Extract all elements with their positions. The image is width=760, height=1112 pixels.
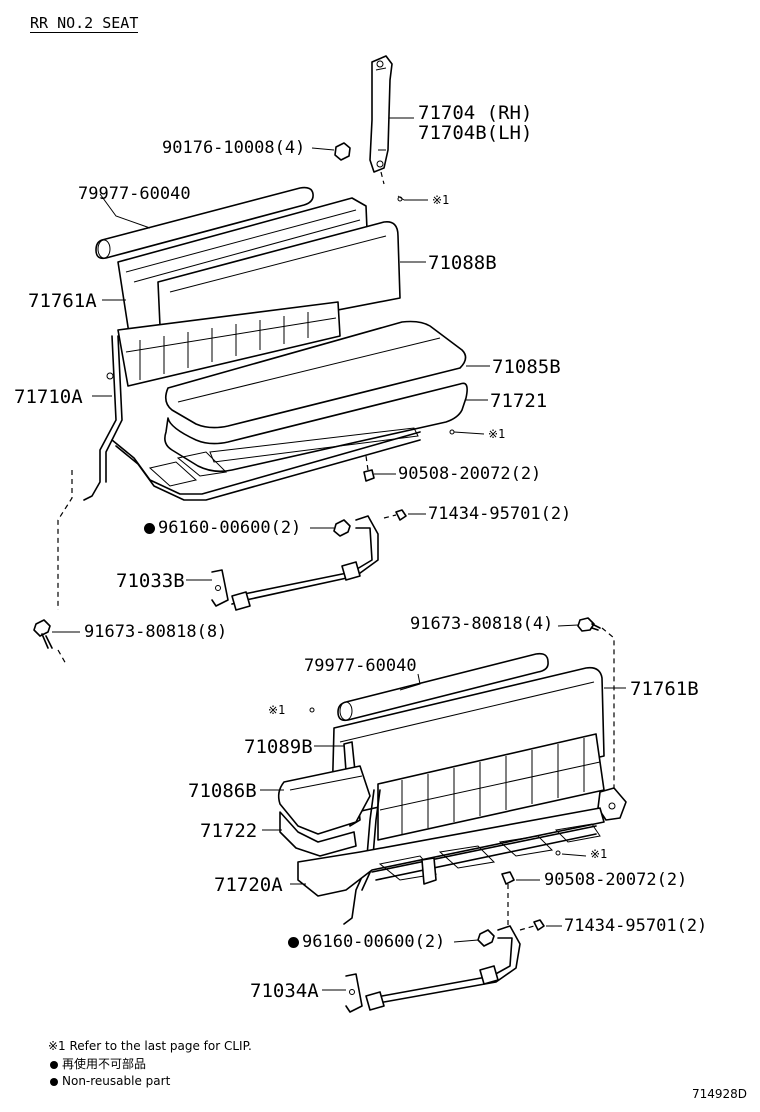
pipe-79977-top bbox=[95, 186, 314, 260]
note-non-reusable-en: Non-reusable part bbox=[50, 1075, 170, 1087]
label-71033b: 71033B bbox=[116, 570, 185, 592]
label-71034a: 71034A bbox=[250, 980, 319, 1002]
note-non-reusable-jp: 再使用不可部品 bbox=[50, 1058, 146, 1070]
seat-cushion-71086b bbox=[277, 765, 371, 835]
bullet-dot-icon bbox=[50, 1077, 58, 1086]
label-79977-top: 79977-60040 bbox=[78, 184, 191, 204]
bolt-91673-left bbox=[33, 619, 53, 649]
label-96160-bottom: 96160-00600(2) bbox=[288, 934, 445, 951]
clip-3-icon bbox=[309, 707, 315, 713]
diagram-title: RR NO.2 SEAT bbox=[30, 14, 139, 33]
note-en-text: Non-reusable part bbox=[62, 1074, 171, 1088]
bolt-90508-top bbox=[363, 455, 375, 482]
label-96160-top-text: 96160-00600(2) bbox=[158, 518, 302, 538]
label-79977-bottom: 79977-60040 bbox=[304, 656, 417, 676]
label-90508-top: 90508-20072(2) bbox=[398, 464, 542, 484]
figure-id: 714928D bbox=[692, 1087, 748, 1101]
label-71761b: 71761B bbox=[630, 678, 699, 700]
seat-cushion-base-71722 bbox=[279, 811, 357, 857]
leader-lines-lower bbox=[260, 624, 626, 991]
seat-cushion-71085b bbox=[164, 320, 467, 429]
bullet-dot-icon bbox=[50, 1060, 58, 1069]
seat-belt-bracket bbox=[369, 55, 393, 185]
label-96160-top: 96160-00600(2) bbox=[144, 520, 301, 537]
clip-2-icon bbox=[449, 429, 455, 435]
leader-lines-upper bbox=[52, 117, 490, 633]
rod-71033b bbox=[211, 515, 379, 611]
label-91673-left: 91673-80818(8) bbox=[84, 622, 228, 642]
label-71721: 71721 bbox=[490, 390, 548, 412]
label-71434-bottom: 71434-95701(2) bbox=[564, 916, 708, 936]
seat-frame-71720a bbox=[297, 807, 605, 897]
label-90508-bottom: 90508-20072(2) bbox=[544, 870, 688, 890]
label-71089b: 71089B bbox=[244, 736, 313, 758]
label-71761a: 71761A bbox=[28, 290, 97, 312]
dash-line-left bbox=[57, 470, 73, 665]
clip-ref-3: ※1 bbox=[268, 703, 286, 717]
nut-96160-top bbox=[333, 519, 351, 537]
bolt-90508-bottom bbox=[501, 871, 515, 926]
clip-ref-4: ※1 bbox=[590, 847, 608, 861]
nut-96160-bottom bbox=[477, 929, 495, 947]
screw-71434-top bbox=[383, 509, 407, 521]
label-71088b: 71088B bbox=[428, 252, 497, 274]
clip-1-icon bbox=[397, 196, 403, 202]
label-71434-top: 71434-95701(2) bbox=[428, 504, 572, 524]
clip-ref-2: ※1 bbox=[488, 427, 506, 441]
clip-leader-4 bbox=[561, 853, 587, 857]
label-91673-right: 91673-80818(4) bbox=[410, 614, 554, 634]
note-jp-text: 再使用不可部品 bbox=[62, 1057, 147, 1071]
note-clip: ※1 Refer to the last page for CLIP. bbox=[48, 1039, 252, 1053]
seat-cushion-base-71721 bbox=[164, 382, 468, 473]
nut-90176 bbox=[334, 142, 351, 161]
label-71722: 71722 bbox=[200, 820, 258, 842]
clip-ref-1: ※1 bbox=[432, 193, 450, 207]
clip-leader-2 bbox=[453, 431, 485, 435]
rod-71034a bbox=[345, 925, 521, 1013]
label-71704-rh: 71704 (RH) bbox=[418, 102, 533, 124]
non-reusable-dot-icon bbox=[288, 936, 299, 948]
label-96160-bottom-text: 96160-00600(2) bbox=[302, 932, 446, 952]
label-90176: 90176-10008(4) bbox=[162, 138, 306, 158]
seat-frame-bottom bbox=[111, 427, 421, 501]
label-71720a: 71720A bbox=[214, 874, 283, 896]
label-71085b: 71085B bbox=[492, 356, 561, 378]
label-71704b-lh: 71704B(LH) bbox=[418, 122, 533, 144]
bolt-91673-right bbox=[577, 617, 615, 788]
label-71710a: 71710A bbox=[14, 386, 83, 408]
non-reusable-dot-icon bbox=[144, 522, 155, 534]
label-71086b: 71086B bbox=[188, 780, 257, 802]
screw-71434-bottom bbox=[519, 919, 545, 931]
seat-back-grid-frame bbox=[117, 301, 341, 387]
frame-71710a bbox=[83, 335, 123, 501]
clip-4-icon bbox=[555, 850, 561, 856]
clip-leader-1 bbox=[397, 195, 428, 201]
pipe-79977-bottom bbox=[337, 652, 549, 722]
